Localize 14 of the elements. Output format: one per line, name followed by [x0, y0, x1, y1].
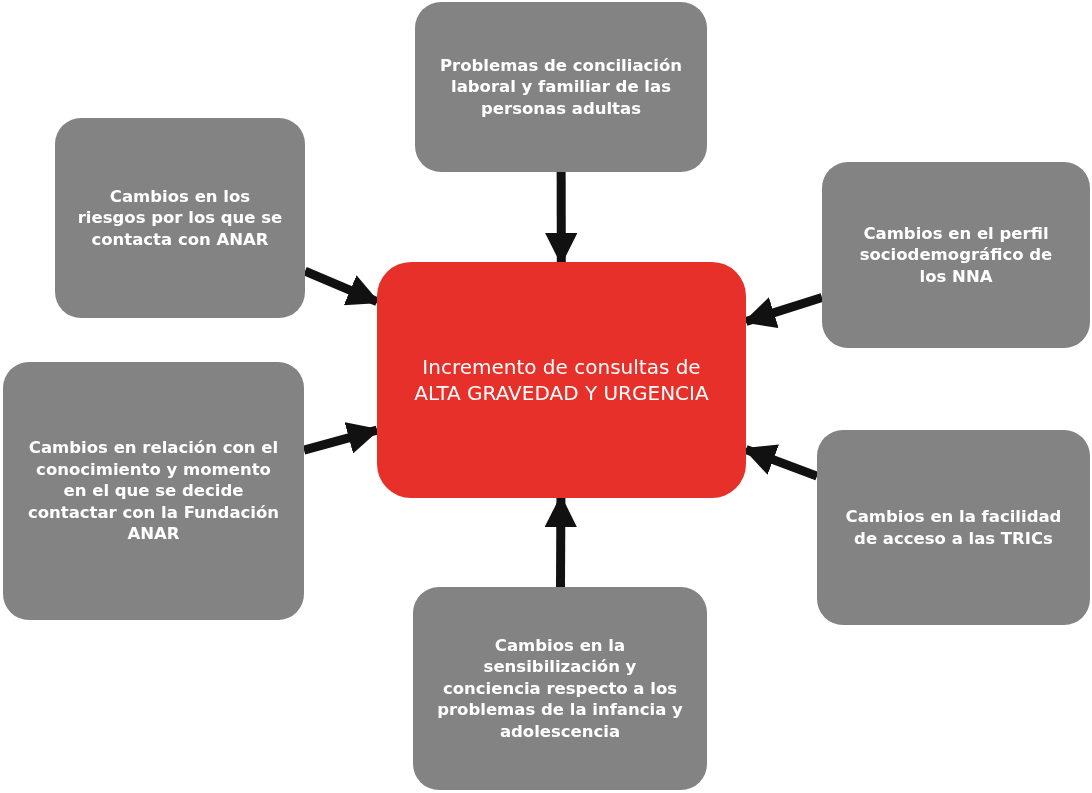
box-text: Incremento de consultas de ALTA GRAVEDAD Y URGENCIA: [413, 354, 710, 406]
factor-box: [822, 162, 1090, 348]
box-text: Problemas de conciliación laboral y familiar de las personas adultas: [438, 54, 684, 120]
factor-box: [817, 430, 1090, 625]
box-text: Cambios en el perfil sociodemográfico de los NNA: [858, 222, 1054, 288]
factor-box: [415, 2, 707, 172]
factor-box: [55, 118, 305, 318]
factor-box: [3, 362, 304, 620]
factor-box: [413, 587, 707, 790]
box-text: Cambios en la sensibilización y conciencia respecto a los problemas de la infancia y adolescencia: [436, 634, 684, 743]
box-text: Cambios en relación con el conocimiento y momento en el que se decide contactar con la Fundación ANAR: [26, 437, 281, 545]
box-text: Cambios en la facilidad de acceso a las TRICs: [844, 506, 1063, 549]
box-text: Cambios en los riesgos por los que se contacta con ANAR: [77, 185, 283, 251]
central-box: [377, 262, 746, 498]
